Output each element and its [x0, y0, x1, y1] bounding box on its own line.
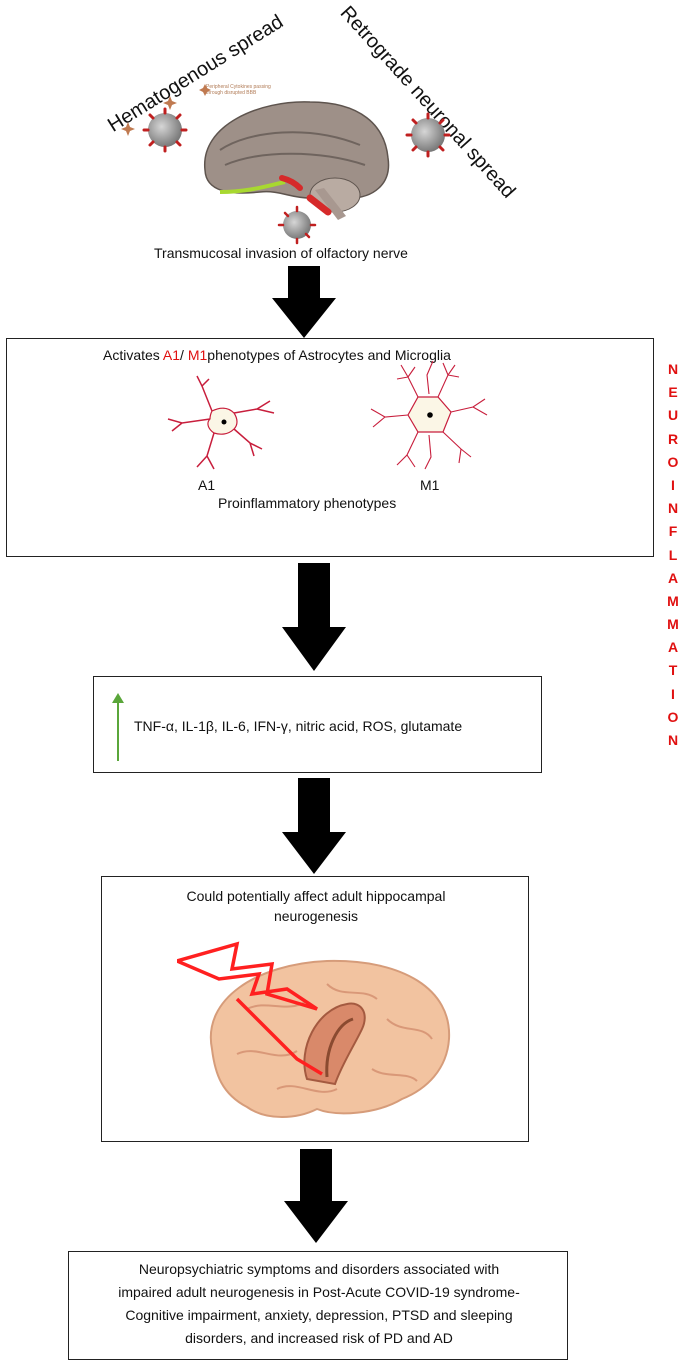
flow-arrow-4 [284, 1149, 348, 1243]
neuroinflammation-vertical-label: N E U R O I N F L A M M A T I O N [664, 358, 682, 752]
side-letter: M [667, 592, 679, 609]
side-letter: O [667, 708, 679, 725]
virus-right-icon [405, 112, 451, 158]
side-letter: T [668, 662, 678, 679]
side-letter: E [668, 384, 678, 401]
m1-label: M1 [420, 477, 440, 493]
hippocampal-title-line2: neurogenesis [273, 908, 359, 924]
side-letter: I [671, 476, 675, 493]
side-letter: N [667, 500, 679, 517]
cytokine-note-line2: through disrupted BBB [206, 90, 257, 96]
side-letter: N [667, 732, 679, 748]
brain-virus-illustration [121, 84, 451, 245]
cytokine-list: TNF-α, IL-1β, IL-6, IFN-γ, nitric acid, … [134, 718, 463, 734]
side-letter: I [671, 685, 675, 702]
glia-activation-box: Activates A1/ M1phenotypes of Astrocytes… [6, 338, 654, 557]
flow-arrow-1 [272, 266, 336, 338]
title-slash: / [180, 347, 188, 363]
a1-label: A1 [198, 477, 216, 493]
outcomes-box: Neuropsychiatric symptoms and disorders … [68, 1251, 568, 1360]
side-letter: A [667, 569, 679, 586]
side-letter: O [667, 453, 679, 470]
side-letter: A [667, 639, 679, 656]
outcomes-line2: impaired adult neurogenesis in Post-Acut… [118, 1284, 520, 1300]
outcomes-line4: disorders, and increased risk of PD and … [185, 1330, 453, 1346]
title-a1: A1 [162, 347, 181, 363]
virus-bottom-icon [277, 205, 317, 245]
microglia-m1-icon [370, 360, 488, 470]
brain-hippocampus-icon [177, 941, 451, 1118]
virus-left-icon [142, 107, 188, 153]
glia-activation-title: Activates A1/ M1phenotypes of Astrocytes… [103, 346, 451, 364]
flow-arrow-2 [282, 563, 346, 671]
cytokine-stars [121, 84, 211, 136]
olfactory-caption: Transmucosal invasion of olfactory nerve [154, 245, 408, 261]
outcomes-line3: Cognitive impairment, anxiety, depressio… [125, 1307, 513, 1323]
increase-arrow-icon [112, 693, 124, 761]
cytokine-box: TNF-α, IL-1β, IL-6, IFN-γ, nitric acid, … [93, 676, 542, 773]
side-letter: R [667, 430, 679, 447]
proinflammatory-caption: Proinflammatory phenotypes [218, 495, 397, 511]
flow-arrow-3 [282, 778, 346, 874]
outcomes-line1: Neuropsychiatric symptoms and disorders … [138, 1261, 500, 1277]
side-letter: N [667, 361, 679, 377]
hippocampal-box: Could potentially affect adult hippocamp… [101, 876, 529, 1142]
astrocyte-a1-icon [167, 375, 275, 470]
cytokine-note: Peripheral Cytokines passing through dis… [206, 84, 271, 96]
side-letter: M [667, 616, 679, 633]
cytokine-note-line1: Peripheral Cytokines passing [206, 84, 271, 90]
hippocampal-title-line1: Could potentially affect adult hippocamp… [186, 888, 446, 904]
brain-sagittal-icon [204, 101, 390, 220]
side-letter: L [668, 546, 678, 563]
title-m1: M1 [187, 347, 208, 363]
title-suffix: phenotypes of Astrocytes and Microglia [207, 347, 451, 363]
side-letter: U [667, 407, 679, 424]
title-prefix: Activates [103, 347, 163, 363]
side-letter: F [668, 523, 678, 540]
